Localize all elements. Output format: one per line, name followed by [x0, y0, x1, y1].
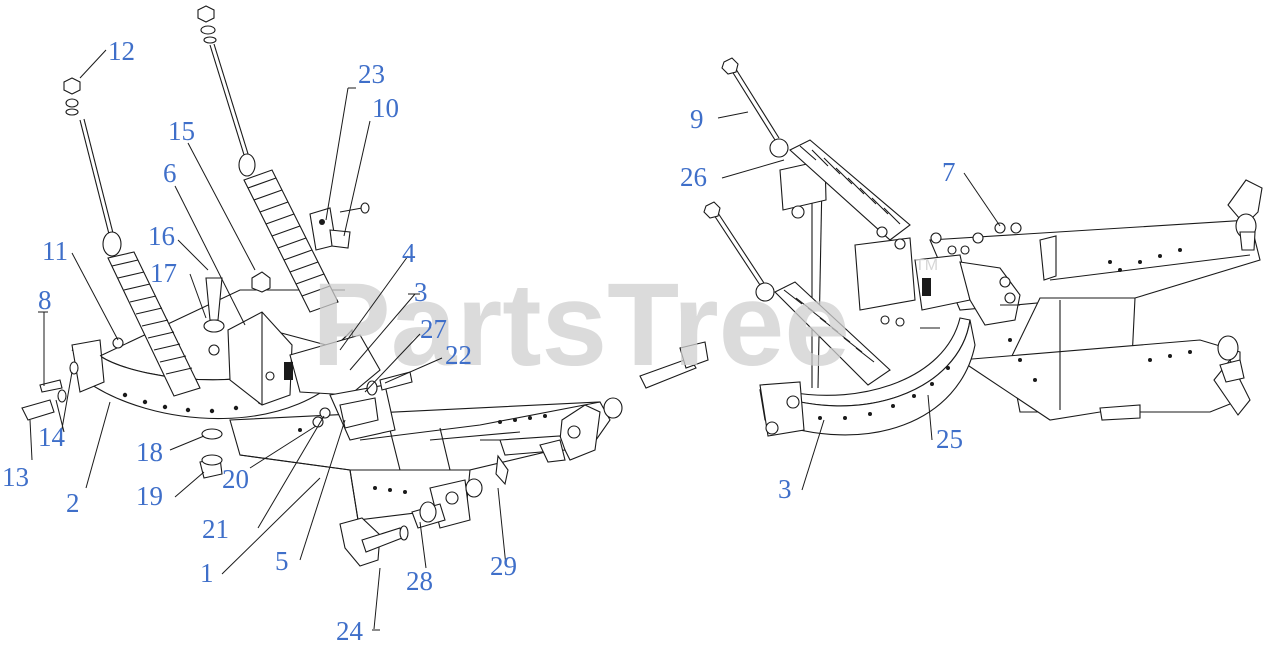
callout-label-10: 10: [372, 93, 399, 123]
callout-label-3-right: 3: [778, 474, 792, 504]
callout-label-5: 5: [275, 546, 289, 576]
right-spring-drawing: [197, 5, 339, 313]
callout-label-3: 3: [414, 277, 428, 307]
callout-label-19: 19: [136, 481, 163, 511]
callout-label-8: 8: [38, 285, 52, 315]
hitch-pin-drawing: [339, 454, 509, 567]
callout-label-25: 25: [936, 424, 963, 454]
callout-label-17: 17: [150, 258, 177, 288]
callout-labels-left: 12 23 10 15 6 16 11 17 4 3 27 22 8 14 13…: [2, 36, 517, 646]
callout-label-27: 27: [420, 314, 447, 344]
callout-label-7: 7: [942, 157, 956, 187]
right-handle-lower-drawing: [1213, 335, 1251, 416]
callout-label-29: 29: [490, 551, 517, 581]
right-assembly-view: [703, 57, 1263, 437]
callout-label-28: 28: [406, 566, 433, 596]
callout-label-9: 9: [690, 104, 704, 134]
right-handle-upper-drawing: [1227, 179, 1263, 251]
left-hardware-drawing: [21, 271, 413, 479]
right-frame-drawing: [929, 219, 1261, 421]
left-spring-drawing: [63, 77, 201, 397]
right-lower-spring-drawing: [703, 201, 891, 386]
right-upper-spring-drawing: [721, 57, 911, 241]
side-pin-drawing: [499, 341, 709, 463]
callout-label-11: 11: [42, 236, 68, 266]
callout-labels-right: 9 26 7 3 25: [680, 104, 963, 504]
callout-label-14: 14: [38, 422, 66, 452]
spring-bracket-drawing: [309, 202, 370, 251]
callout-label-12: 12: [108, 36, 135, 66]
right-a-frame-drawing: [759, 159, 976, 437]
callout-label-18: 18: [136, 437, 163, 467]
callout-label-24: 24: [336, 616, 364, 646]
callout-label-22: 22: [445, 340, 472, 370]
callout-label-20: 20: [222, 464, 249, 494]
callout-label-15: 15: [168, 116, 195, 146]
callout-label-1: 1: [200, 558, 214, 588]
watermark-text: PartsTree: [312, 259, 850, 391]
callout-label-21: 21: [202, 514, 229, 544]
callout-label-13: 13: [2, 462, 29, 492]
callout-label-4: 4: [402, 238, 416, 268]
watermark: PartsTree TM: [312, 257, 938, 391]
callout-label-23: 23: [358, 59, 385, 89]
left-assembly-view: [21, 5, 709, 567]
callout-label-16: 16: [148, 221, 175, 251]
center-bracket-drawing: [208, 311, 396, 441]
callout-lines: [29, 49, 1001, 631]
right-bracket-drawing: [854, 222, 1057, 329]
callout-label-26: 26: [680, 162, 707, 192]
callout-label-6: 6: [163, 158, 177, 188]
watermark-trademark: TM: [915, 257, 938, 274]
callout-label-2: 2: [66, 488, 80, 518]
